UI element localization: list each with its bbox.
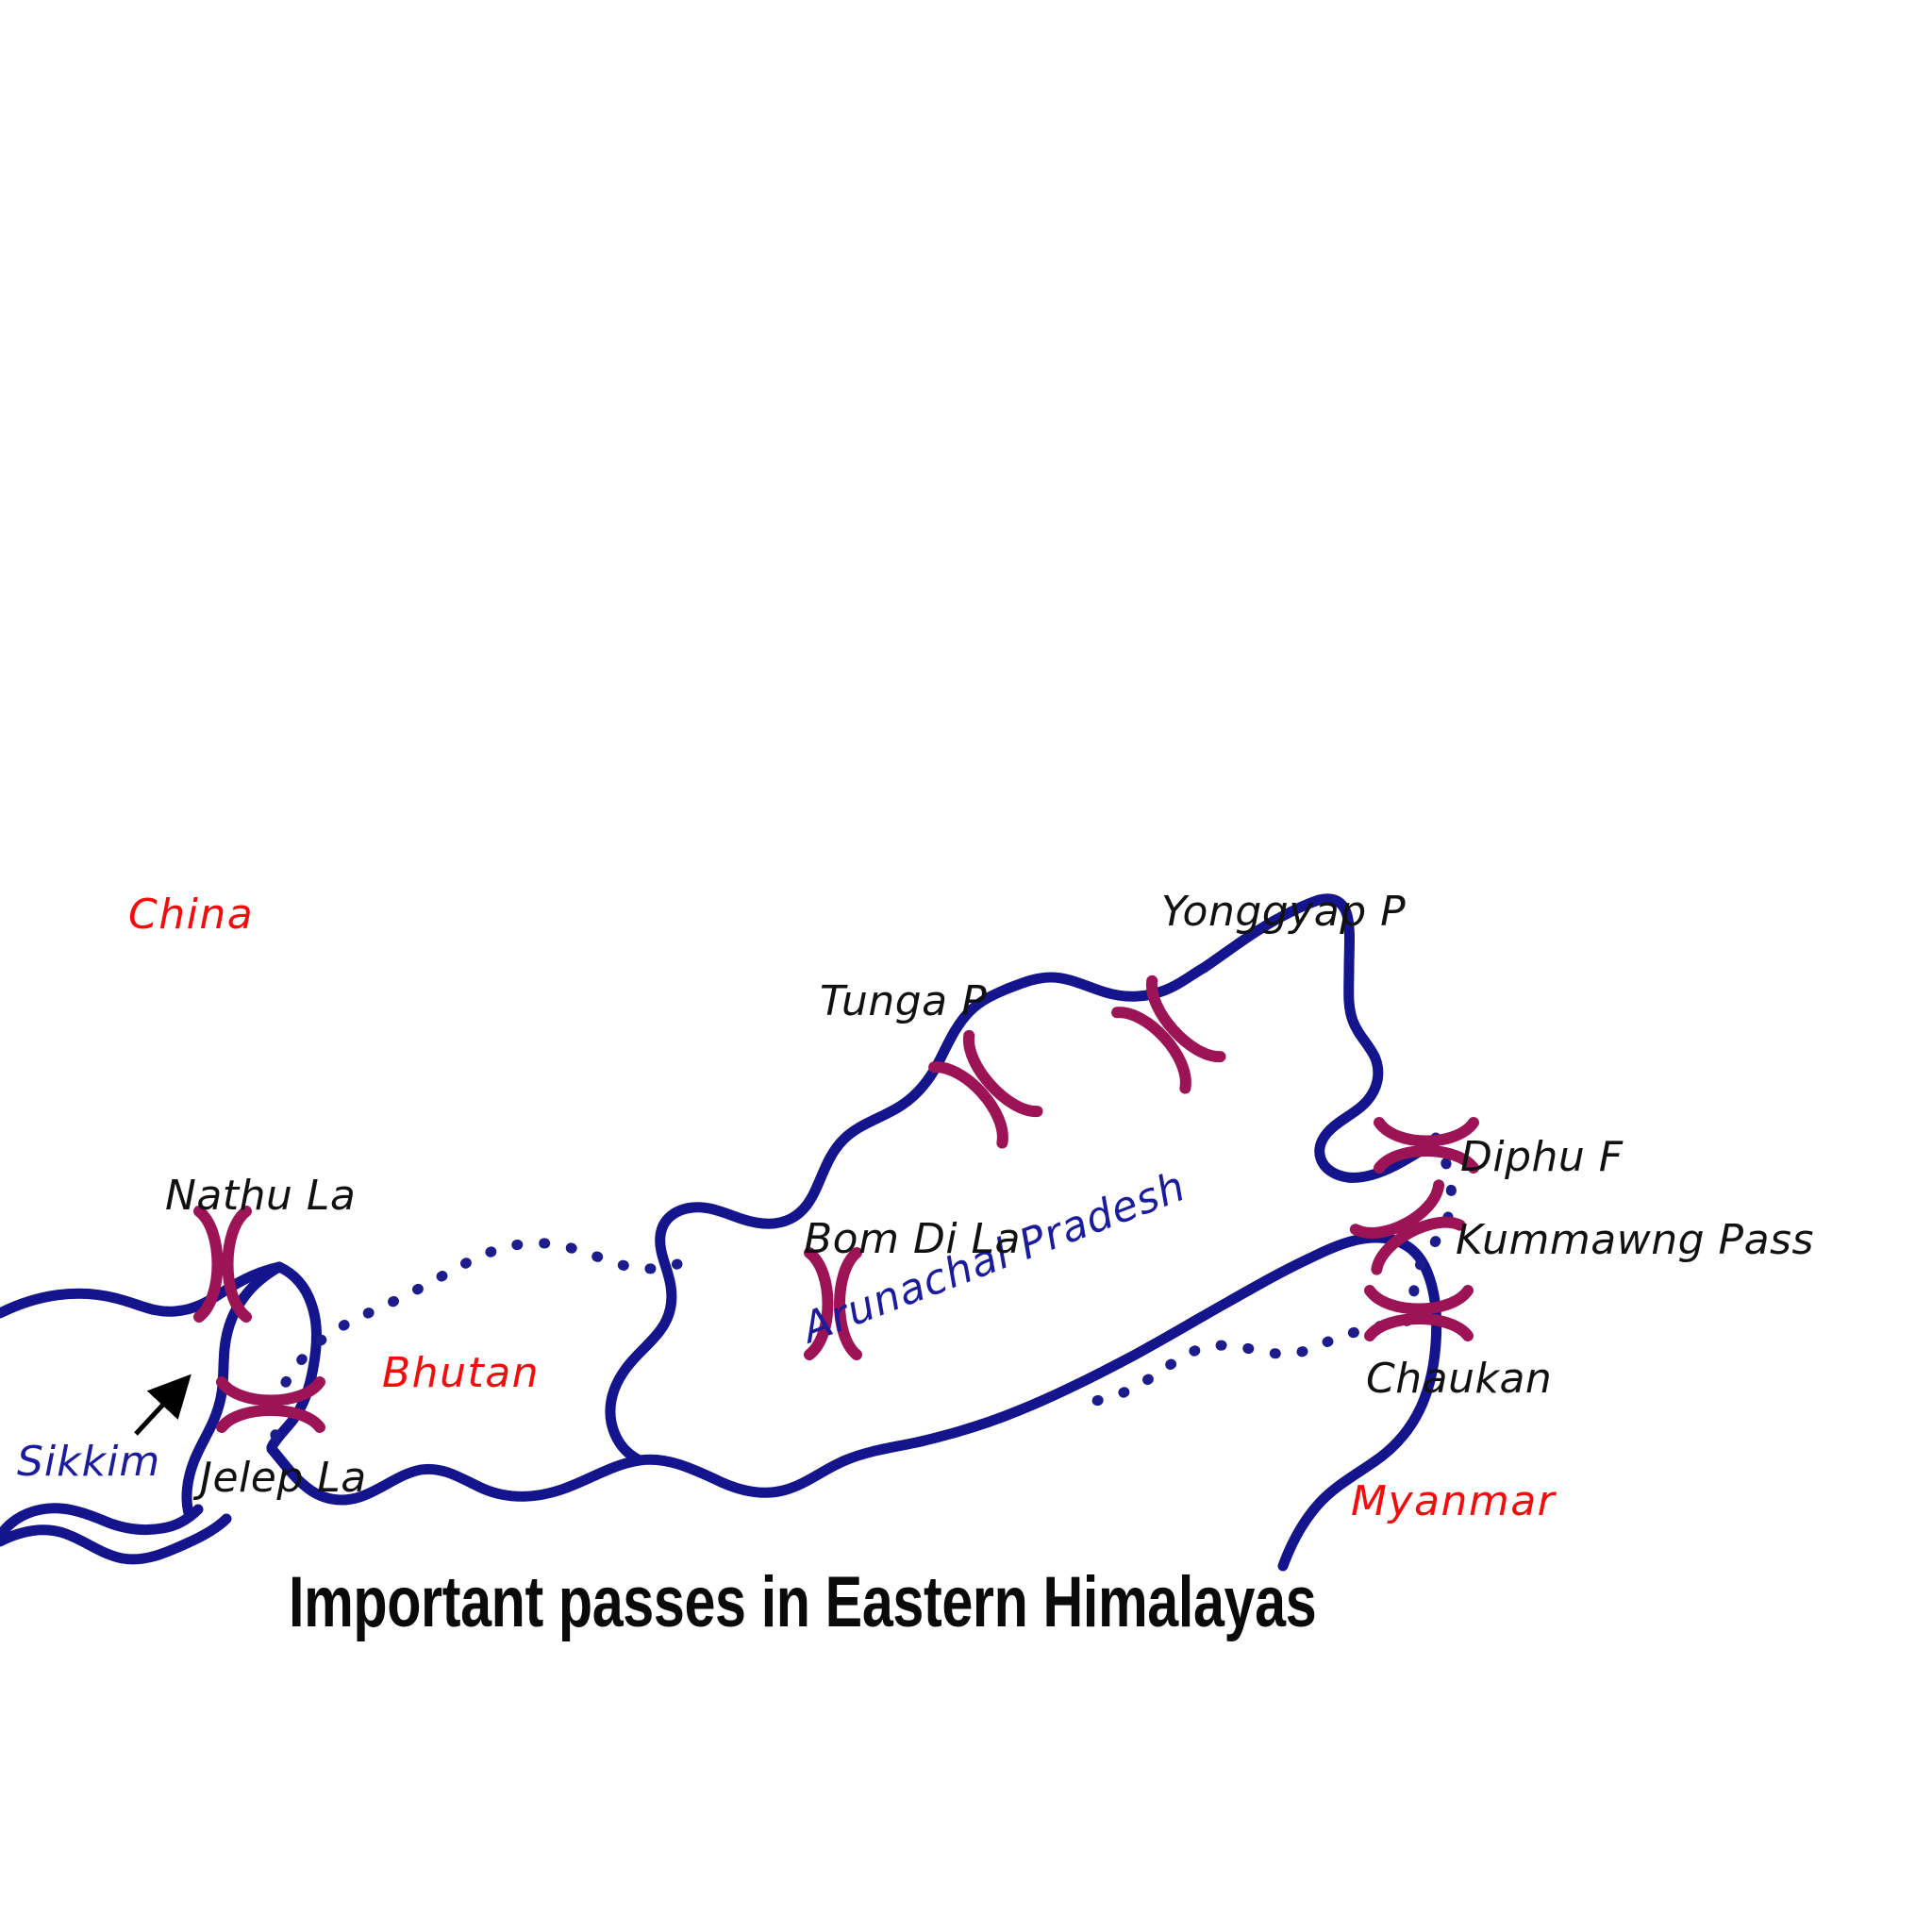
map-title: Important passes in Eastern Himalayas: [289, 1562, 1317, 1642]
pass-label-nathu-la: Nathu La: [165, 1172, 357, 1220]
pass-symbols-group: [193, 974, 1479, 1433]
pass-label-diphu-f: Diphu F: [1460, 1133, 1624, 1181]
pass-label-jelep-la: Jelep La: [200, 1454, 367, 1502]
pass-label-kummawng-pass: Kummawng Pass: [1456, 1216, 1814, 1264]
country-label-china: China: [128, 891, 255, 939]
pass-label-yonggyap-p: Yonggyap P: [1161, 888, 1407, 936]
pass-symbol-nathu-la: [193, 1206, 252, 1323]
pass-label-chaukan: Chaukan: [1366, 1355, 1553, 1403]
pass-label-bom-di-la: Bom Di La: [804, 1215, 1022, 1263]
pass-label-tunga-p: Tunga P: [820, 977, 988, 1025]
sikkim-pointer-arrow: [134, 1374, 192, 1436]
state-label-sikkim: Sikkim: [17, 1438, 161, 1486]
pass-symbol-kummawng-pass: [1349, 1179, 1466, 1275]
international-border-solid: [0, 893, 1442, 1572]
pass-symbol-chaukan: [1364, 1285, 1474, 1341]
pass-symbol-diphu-f: [1374, 1117, 1479, 1174]
pass-symbol-tunga-p: [928, 1029, 1043, 1149]
pass-symbol-jelep-la: [216, 1376, 325, 1433]
country-label-bhutan: Bhutan: [382, 1349, 541, 1397]
pass-symbol-bom-di-la: [804, 1247, 862, 1360]
country-label-myanmar: Myanmar: [1351, 1477, 1557, 1525]
pass-symbol-yonggyap-p: [1111, 974, 1226, 1094]
